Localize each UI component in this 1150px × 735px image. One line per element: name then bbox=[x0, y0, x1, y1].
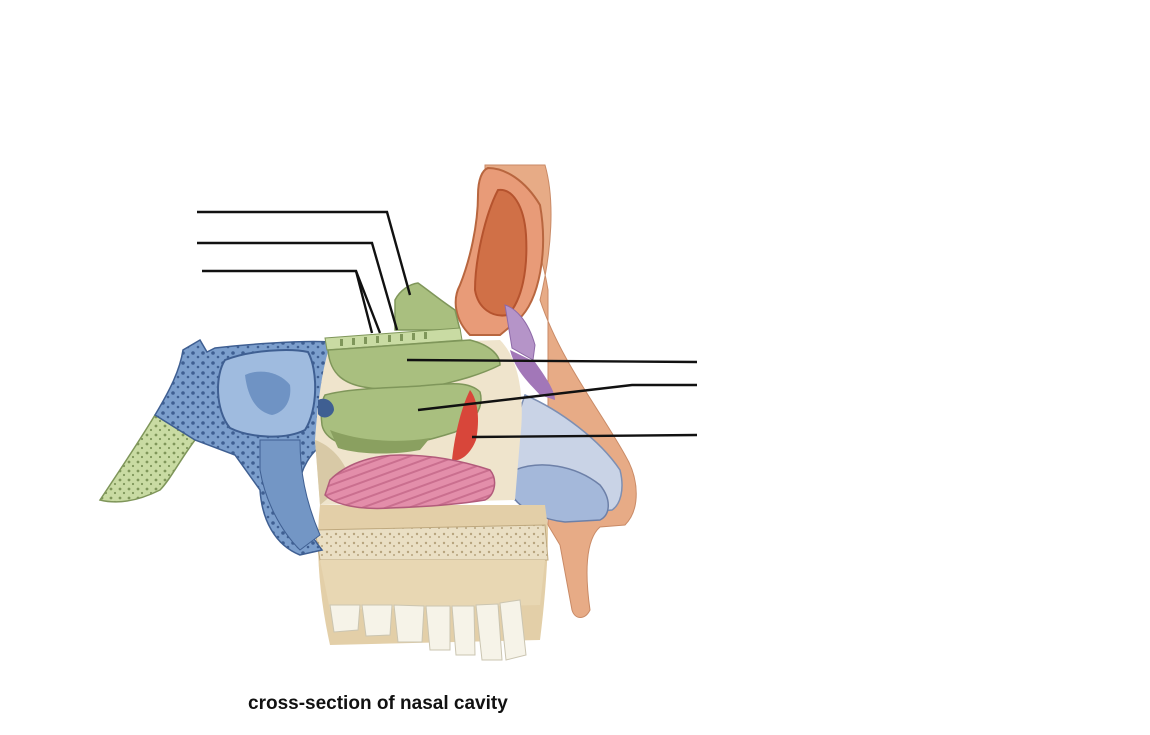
anterior-ethmoidal-artery bbox=[452, 390, 478, 461]
inferior-nasal-concha bbox=[324, 454, 496, 510]
leader-line-6 bbox=[471, 433, 698, 439]
middle-concha-shadow bbox=[330, 430, 430, 454]
cribriform-perforations bbox=[340, 332, 427, 346]
middle-nasal-concha bbox=[320, 382, 482, 449]
diagram-caption: cross-section of nasal cavity bbox=[248, 693, 508, 714]
leader-lines-left bbox=[197, 210, 412, 334]
occipital-bone bbox=[98, 413, 197, 503]
alveolar-bone bbox=[320, 560, 545, 610]
crista-galli bbox=[394, 282, 461, 331]
leader-line-2 bbox=[197, 241, 399, 331]
nasal-bone bbox=[504, 304, 536, 361]
teeth bbox=[329, 599, 527, 661]
nasal-bone-lower bbox=[510, 350, 555, 400]
leader-line-4 bbox=[406, 358, 698, 364]
leader-line-3-branch bbox=[354, 270, 374, 334]
sphenopalatine-foramen bbox=[318, 398, 334, 418]
posterior-nasal-wall bbox=[315, 440, 350, 505]
pterygoid-plates bbox=[259, 439, 321, 551]
leader-line-1 bbox=[197, 210, 412, 296]
leader-line-3 bbox=[202, 269, 382, 334]
hard-palate bbox=[314, 524, 549, 561]
leader-lines-right bbox=[406, 358, 698, 439]
leader-line-5 bbox=[417, 383, 697, 412]
sphenoid-sinus-inner bbox=[245, 371, 291, 415]
